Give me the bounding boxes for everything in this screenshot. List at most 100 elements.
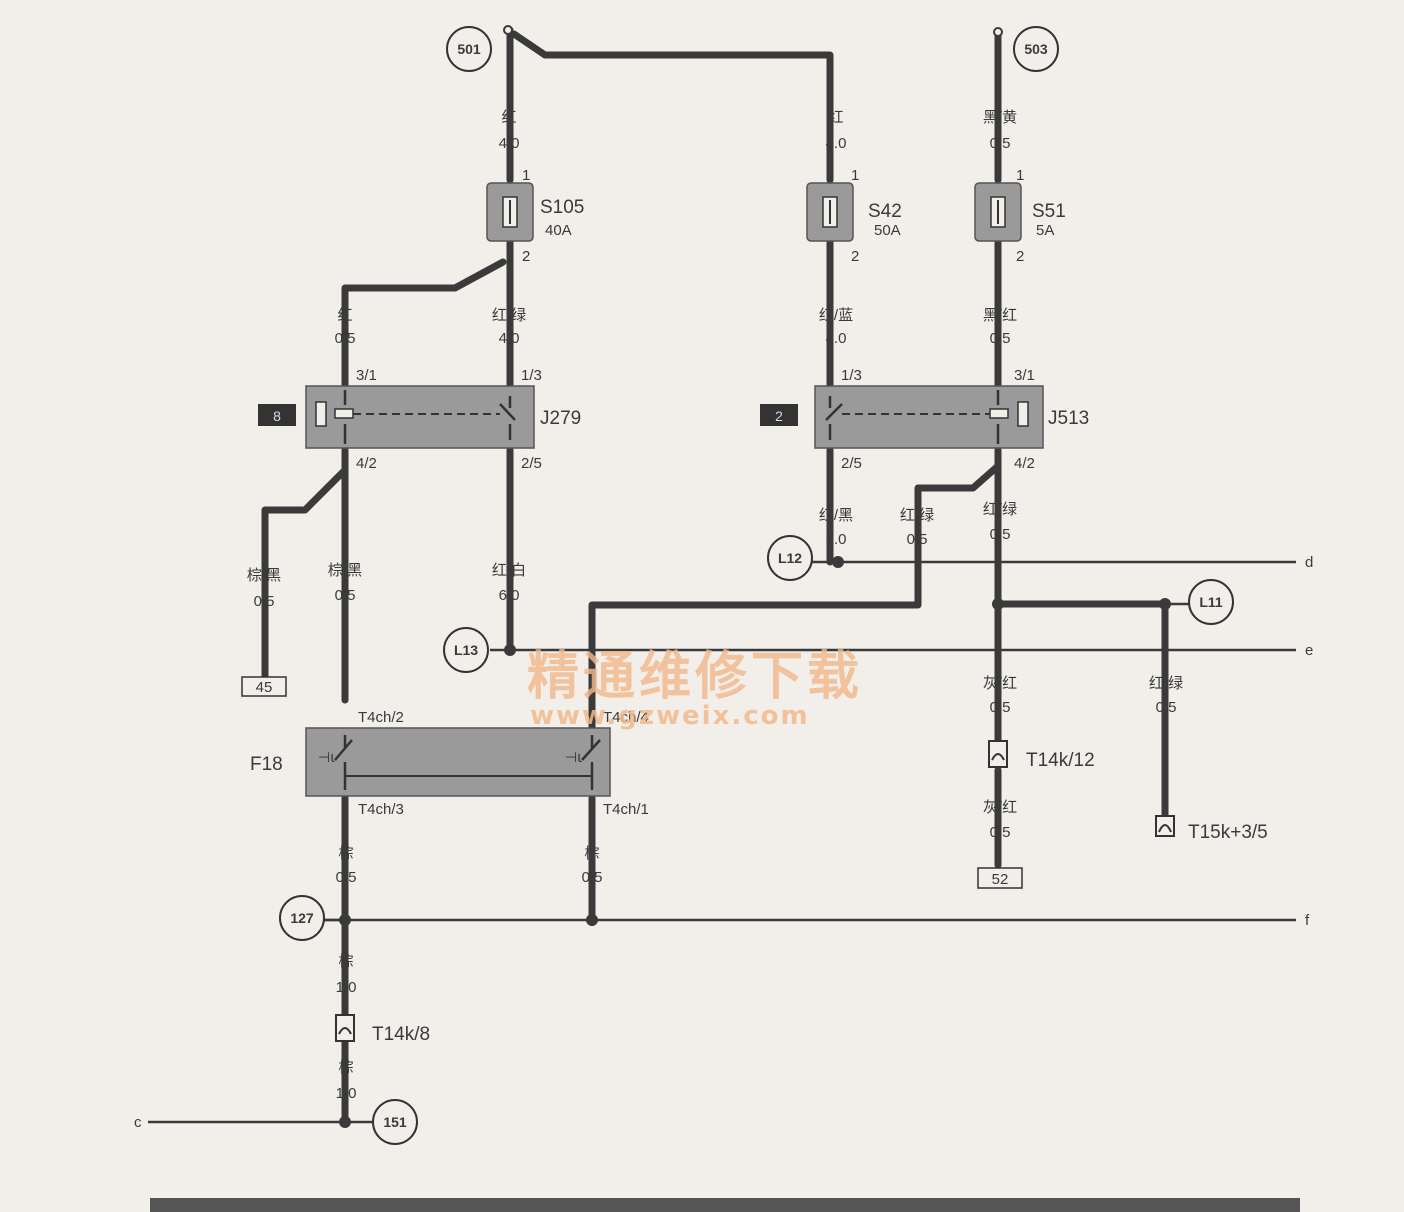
wire-11-color: 红/黑 [819,507,853,524]
relay-j513-tag: 2 [775,408,783,424]
pin-t4ch2: T4ch/2 [358,709,404,726]
junction-j513-l11 [992,598,1004,610]
wire-1-size: 4.0 [499,135,520,152]
pin-s51-2: 2 [1016,248,1024,265]
wire-12-color: 红/绿 [900,507,934,524]
wire-2-color: 红 [828,109,843,126]
connector-t15k-icon [1155,815,1175,837]
refbox-52: 52 [992,871,1009,888]
wire-19-color: 棕 [338,953,353,970]
wire-10-size: 6.0 [499,587,520,604]
bubble-l12: L12 [778,550,802,566]
connector-t14k12-icon [988,740,1008,768]
bus-lines [148,560,1296,1124]
bubble-l12-ring [767,535,813,581]
wire-20-size: 1.0 [336,1085,357,1102]
edge-f: f [1305,912,1310,929]
junction-dots [339,556,1171,1128]
junction-l12 [832,556,844,568]
fuse-s42 [806,182,854,242]
pin-j513-31: 3/1 [1014,367,1035,384]
relay-tag-j513 [760,404,798,426]
pin-j279-13: 1/3 [521,367,542,384]
wire-16-size: 0.5 [990,824,1011,841]
pin-j513-13: 1/3 [841,367,862,384]
wire-18-color: 棕 [584,845,599,862]
connector-t14k8-label: T14k/8 [372,1024,430,1045]
fuse-s42-rating: 50A [874,222,901,239]
edge-e: e [1305,642,1313,659]
bubble-127-ring [279,895,325,941]
pin-s51-1: 1 [1016,167,1024,184]
junction-127-right [586,914,598,926]
junction-l11 [1159,598,1171,610]
connector-t15k-label: T15k+3/5 [1188,822,1268,843]
pin-j279-25: 2/5 [521,455,542,472]
wire-10-color: 红/白 [492,562,526,579]
wire-15-size: 0.5 [1156,699,1177,716]
wire-19-size: 1.0 [336,979,357,996]
relay-j279-tag: 8 [273,408,281,424]
sensor-f18: ⊣ι ⊣ι [305,727,611,797]
bubble-501-ring [446,26,492,72]
wire-13-color: 红/绿 [983,501,1017,518]
bubble-l13: L13 [454,642,478,658]
wire-501-jumper [506,26,834,184]
bubble-501: 501 [457,41,481,57]
wire-9-size: 0.5 [335,587,356,604]
wire-4-size: 0.5 [335,330,356,347]
wire-9-color: 棕/黑 [328,562,362,579]
pin-t4ch1: T4ch/1 [603,801,649,818]
fuse-s42-name: S42 [868,201,902,222]
pin-t4ch3: T4ch/3 [358,801,404,818]
wire-1-color: 红 [501,109,516,126]
wire-2-size: 4.0 [826,135,847,152]
relay-tag-j279 [258,404,296,426]
bubble-l13-ring [443,627,489,673]
wire-l11-branch [994,600,1169,822]
wire-15-color: 红/绿 [1149,675,1183,692]
wire-17-color: 棕 [338,845,353,862]
bubble-127: 127 [290,910,314,926]
pin-j513-25: 2/5 [841,455,862,472]
pin-s105-1: 1 [522,167,530,184]
watermark-cn: 精通维修下载 [527,647,863,707]
wire-14-color: 灰/红 [983,675,1017,692]
wire-5-size: 4.0 [499,330,520,347]
junction-127-left [339,914,351,926]
relay-j279 [305,385,535,449]
wire-7-size: 0.5 [990,330,1011,347]
fuse-s51-rating: 5A [1036,222,1054,239]
wire-j279-42-branch [261,466,349,681]
fuse-s105-name: S105 [540,197,584,218]
wire-14-size: 0.5 [990,699,1011,716]
wire-8-color: 棕/黑 [247,567,281,584]
wire-6-color: 红/蓝 [819,307,853,324]
pin-j513-42: 4/2 [1014,455,1035,472]
wire-5-color: 红/绿 [492,307,526,324]
bubble-503-ring [1013,26,1059,72]
wire-4-color: 红 [337,307,352,324]
bubble-l11: L11 [1199,594,1223,610]
relay-j279-name: J279 [540,408,581,429]
wire-20-color: 棕 [338,1059,353,1076]
refbox-45: 45 [256,679,273,696]
wire-16-color: 灰/红 [983,799,1017,816]
refbox-52-frame [977,867,1023,889]
wire-3-color: 黑/黄 [983,109,1017,126]
fuse-s105-rating: 40A [545,222,572,239]
svg-text:⊣ι: ⊣ι [318,750,335,766]
wire-12-size: 0.5 [907,531,928,548]
fuse-s105 [486,182,534,242]
pin-s42-1: 1 [851,167,859,184]
pin-j279-42: 4/2 [356,455,377,472]
wire-11-size: 6.0 [826,531,847,548]
watermark-url: www.gzweix.com [530,701,810,731]
sensor-f18-name: F18 [250,754,283,775]
relay-j513-name: J513 [1048,408,1089,429]
bubble-151: 151 [383,1114,407,1130]
junction-151 [339,1116,351,1128]
refbox-45-frame [241,676,287,697]
edge-c: c [134,1114,142,1131]
